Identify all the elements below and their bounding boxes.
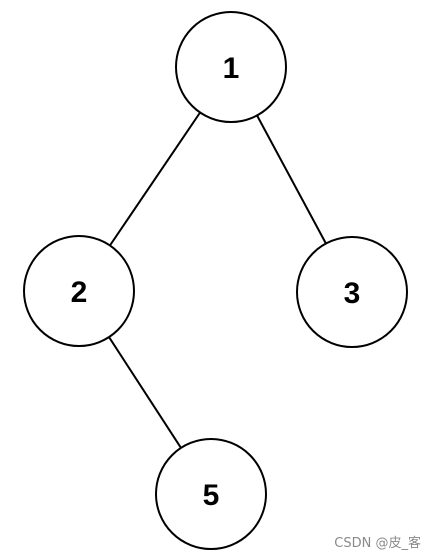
node-circle [155, 438, 267, 550]
node-circle [23, 235, 135, 347]
tree-edge-1-2 [109, 111, 201, 247]
tree-node-3: 3 [296, 236, 408, 348]
node-label: 3 [344, 277, 361, 310]
node-circle [175, 11, 287, 123]
node-label: 1 [223, 52, 240, 85]
node-label: 5 [203, 479, 220, 512]
node-circle [296, 236, 408, 348]
tree-node-1: 1 [175, 11, 287, 123]
tree-edges [108, 111, 327, 449]
tree-node-2: 2 [23, 235, 135, 347]
node-label: 2 [71, 276, 88, 309]
tree-edge-2-5 [108, 336, 182, 449]
tree-nodes: 1 2 3 5 [23, 11, 408, 550]
tree-edge-1-3 [256, 114, 327, 245]
tree-node-5: 5 [155, 438, 267, 550]
csdn-watermark: CSDN @皮_客 [334, 536, 421, 551]
